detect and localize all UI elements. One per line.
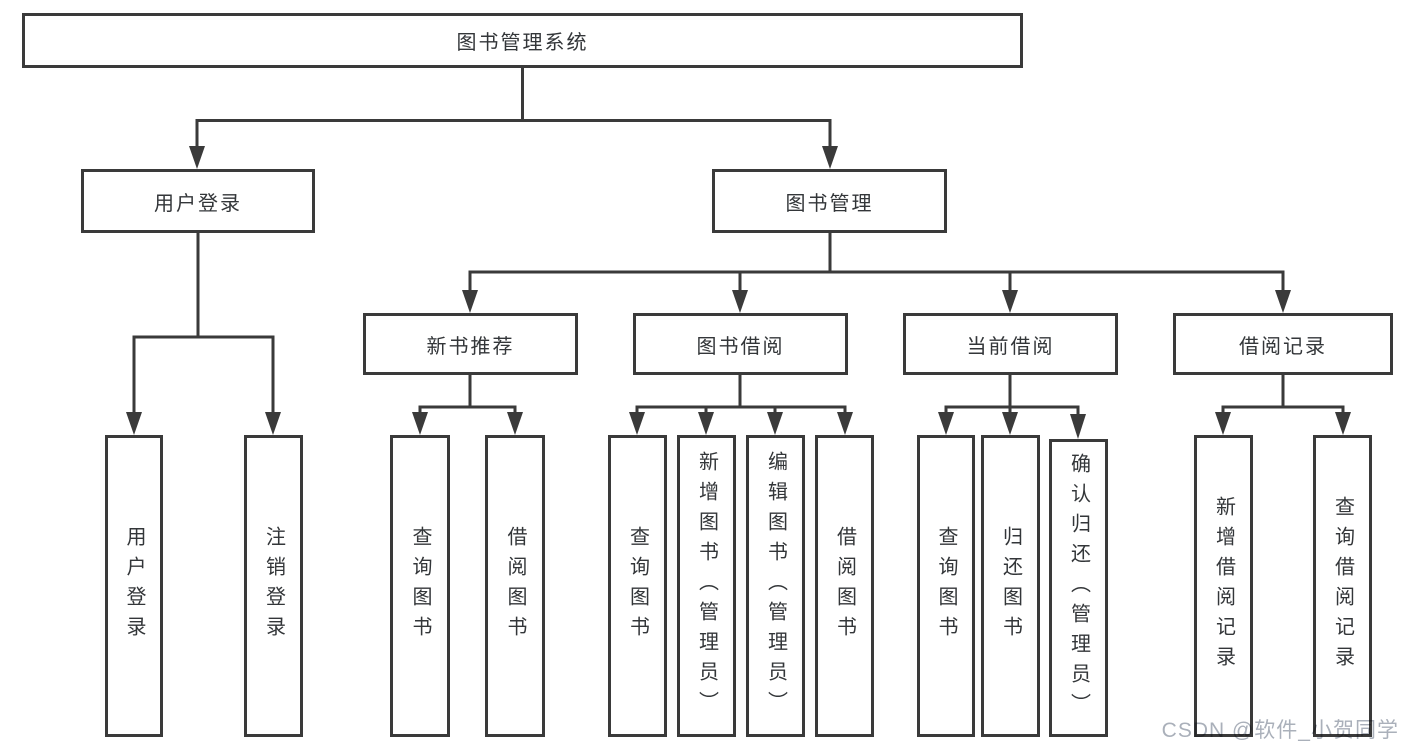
leaf-borrow-books: 借阅图书 (815, 435, 874, 737)
leaf-return-books-label: 归还图书 (999, 526, 1022, 646)
leaf-add-books-admin: 新增图书（管理员） (677, 435, 736, 737)
leaf-edit-books-admin-label: 编辑图书（管理员） (764, 451, 787, 721)
leaf-query-books-recommend: 查询图书 (390, 435, 450, 737)
node-borrow-records-label: 借阅记录 (1239, 335, 1327, 358)
node-user-login-label: 用户登录 (154, 192, 242, 215)
leaf-add-borrow-record: 新增借阅记录 (1194, 435, 1253, 737)
leaf-edit-books-admin: 编辑图书（管理员） (746, 435, 805, 737)
node-current-borrow-label: 当前借阅 (966, 335, 1055, 358)
leaf-logout: 注销登录 (244, 435, 303, 737)
node-user-login: 用户登录 (81, 169, 315, 233)
node-borrow-records: 借阅记录 (1173, 313, 1393, 375)
leaf-query-borrow-record-label: 查询借阅记录 (1331, 496, 1354, 676)
node-book-management-label: 图书管理 (785, 192, 874, 215)
leaf-query-books-recommend-label: 查询图书 (409, 526, 431, 646)
csdn-watermark: CSDN @软件_小贺同学 (1161, 719, 1399, 742)
node-root-system: 图书管理系统 (22, 13, 1023, 68)
leaf-borrow-books-recommend-label: 借阅图书 (504, 526, 526, 646)
leaf-borrow-books-label: 借阅图书 (833, 526, 856, 646)
leaf-query-books-current: 查询图书 (917, 435, 975, 737)
leaf-query-books-borrow: 查询图书 (608, 435, 667, 737)
node-root-label: 图书管理系统 (456, 32, 589, 54)
leaf-user-login-label: 用户登录 (123, 526, 145, 646)
node-new-book-recommend-label: 新书推荐 (426, 335, 515, 358)
leaf-add-books-admin-label: 新增图书（管理员） (695, 451, 718, 721)
leaf-query-borrow-record: 查询借阅记录 (1313, 435, 1372, 737)
leaf-logout-label: 注销登录 (262, 526, 285, 646)
leaf-confirm-return-admin: 确认归还（管理员） (1049, 439, 1108, 737)
node-current-borrow: 当前借阅 (903, 313, 1118, 375)
node-new-book-recommend: 新书推荐 (363, 313, 578, 375)
leaf-confirm-return-admin-label: 确认归还（管理员） (1067, 453, 1090, 723)
node-book-borrow: 图书借阅 (633, 313, 848, 375)
leaf-query-books-borrow-label: 查询图书 (626, 526, 649, 646)
leaf-return-books: 归还图书 (981, 435, 1040, 737)
node-book-management: 图书管理 (712, 169, 947, 233)
leaf-borrow-books-recommend: 借阅图书 (485, 435, 545, 737)
leaf-user-login: 用户登录 (105, 435, 163, 737)
node-book-borrow-label: 图书借阅 (696, 335, 785, 358)
leaf-query-books-current-label: 查询图书 (935, 526, 957, 646)
leaf-add-borrow-record-label: 新增借阅记录 (1212, 496, 1235, 676)
